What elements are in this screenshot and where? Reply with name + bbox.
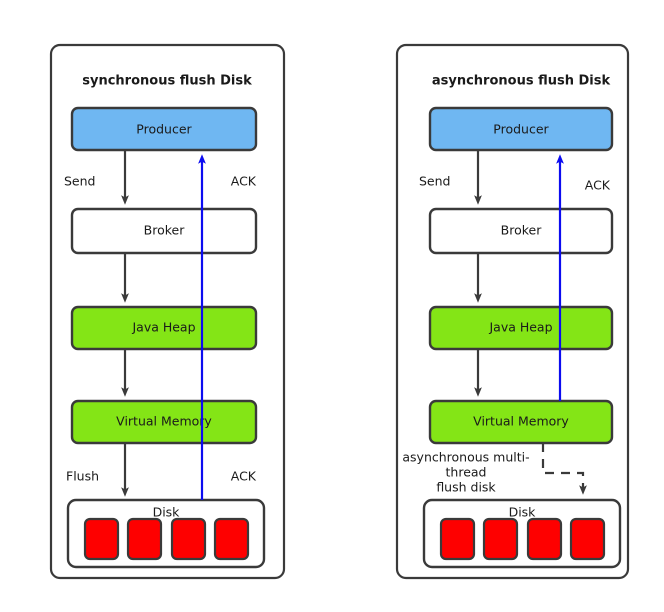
node-broker-async-label: Broker [501, 223, 543, 238]
node-broker-sync-label: Broker [144, 223, 186, 238]
node-virtual-memory-async[interactable] [428, 399, 614, 445]
panel-title-synchronous: synchronous flush Disk [82, 74, 252, 89]
node-producer-async[interactable] [428, 106, 614, 152]
edge-label-send-sync: Send [64, 174, 95, 189]
disk-cell-sync-2 [126, 517, 163, 561]
panel-synchronous: synchronous flush Disk Producer Broker J… [49, 43, 286, 580]
edge-label-async-flush-disk: asynchronous multi- thread flush disk [402, 450, 529, 495]
panel-title-asynchronous: asynchronous flush Disk [432, 74, 611, 89]
node-virtual-memory-sync[interactable] [70, 399, 258, 445]
edge-async-flush-to-disk [541, 443, 587, 495]
node-java-heap-async-label: Java Heap [488, 320, 552, 335]
disk-cell-sync-4 [213, 517, 250, 561]
edge-label-flush-sync: Flush [66, 469, 99, 484]
panel-asynchronous: asynchronous flush Disk Producer Broker … [395, 43, 630, 580]
edge-label-async-flush-line-1: asynchronous multi- [402, 450, 529, 465]
node-broker-async[interactable] [428, 207, 614, 255]
disk-cell-async-1 [439, 517, 476, 561]
edge-label-ack-async: ACK [585, 178, 611, 193]
node-virtual-memory-sync-label: Virtual Memory [116, 414, 212, 429]
node-java-heap-async[interactable] [428, 305, 614, 351]
disk-cell-async-4 [569, 517, 606, 561]
node-broker-sync[interactable] [70, 207, 258, 255]
node-producer-sync-label: Producer [136, 122, 192, 137]
disk-cell-async-3 [526, 517, 563, 561]
disk-cell-sync-3 [170, 517, 207, 561]
node-producer-async-label: Producer [493, 122, 549, 137]
edge-label-async-flush-line-2: thread [446, 465, 487, 480]
edge-label-ack-top-sync: ACK [231, 174, 257, 189]
node-java-heap-sync[interactable] [70, 305, 258, 351]
node-disk-async-label: Disk [509, 505, 537, 520]
node-producer-sync[interactable] [70, 106, 258, 152]
disk-cell-async-2 [482, 517, 519, 561]
edge-label-send-async: Send [419, 174, 450, 189]
edge-label-async-flush-line-3: flush disk [436, 480, 496, 495]
node-disk-sync-label: Disk [153, 505, 181, 520]
node-virtual-memory-async-label: Virtual Memory [473, 414, 569, 429]
disk-cell-sync-1 [83, 517, 120, 561]
edge-label-ack-bottom-sync: ACK [231, 469, 257, 484]
node-java-heap-sync-label: Java Heap [131, 320, 195, 335]
